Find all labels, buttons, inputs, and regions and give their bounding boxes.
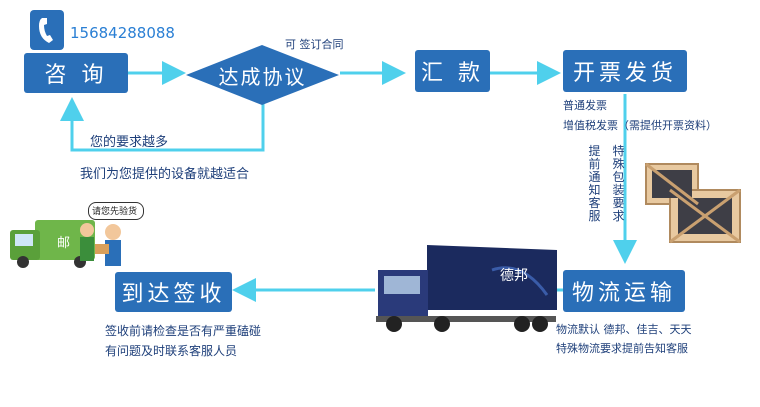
truck-brand-text: 德邦 [500,268,528,284]
delivery-truck-image [376,245,557,332]
node-logistics: 物流运输 [563,270,685,312]
arrival-check-text: 签收前请检查是否有严重磕碰 [105,324,262,338]
phone-number: 15684288088 [70,24,175,42]
logistics-default-text: 物流默认 德邦、佳吉、天天 [556,323,692,336]
node-arrival-sign: 到达签收 [115,272,232,312]
notify-customer-service-text: 提前通知客服 [588,144,601,223]
node-invoice-ship: 开票发货 [563,50,687,92]
node-payment: 汇 款 [415,50,490,92]
wooden-crates-image [645,162,741,244]
logistics-special-text: 特殊物流要求提前告知客服 [556,342,688,355]
feedback-text-2: 我们为您提供的设备就越适合 [80,167,250,182]
speech-bubble [88,202,144,220]
node-agreement-diamond [186,45,339,105]
arrival-contact-text: 有问题及时联系客服人员 [105,344,238,358]
node-agreement-label: 达成协议 [218,65,307,89]
feedback-text-1: 您的要求越多 [90,135,169,150]
invoice-vat-text: 增值税发票（需提供开票资料） [563,119,717,132]
node-consult: 咨 询 [24,53,128,93]
phone-icon [30,10,64,50]
special-packing-text: 特殊包装要求 [612,144,625,223]
can-sign-contract-label: 可 签订合同 [285,38,344,51]
delivery-van-illustration [10,220,121,268]
van-text: 邮 [57,236,71,251]
speech-bubble-text: 请您先验货 [92,207,138,217]
arrow-feedback-loop [60,97,265,152]
invoice-normal-text: 普通发票 [563,99,607,112]
